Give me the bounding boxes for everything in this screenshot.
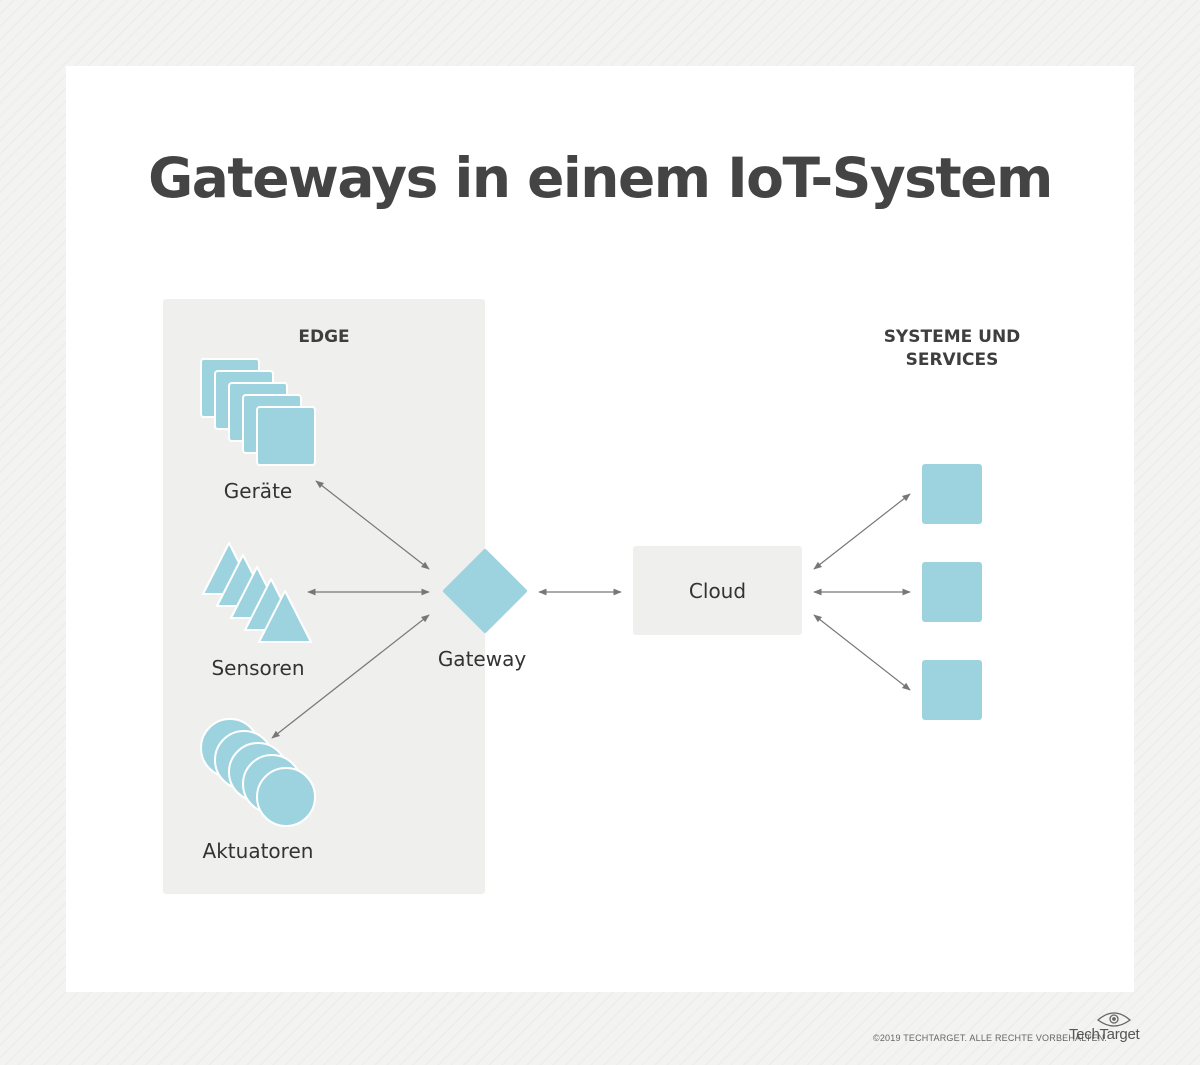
actuators-icon [200, 718, 316, 827]
devices-label: Geräte [223, 479, 293, 503]
copyright-text: ©2019 TECHTARGET. ALLE RECHTE VORBEHALTE… [873, 1033, 1108, 1043]
sensors-icon [202, 542, 312, 643]
techtarget-eye-icon [1096, 1012, 1132, 1027]
device-square [256, 406, 316, 466]
service-square-2 [922, 562, 982, 622]
service-square-3 [922, 660, 982, 720]
edge-heading: EDGE [298, 327, 350, 347]
gateway-label: Gateway [437, 647, 527, 671]
sensors-label: Sensoren [211, 656, 305, 680]
page-title: Gateways in einem IoT-System [148, 146, 1053, 210]
cloud-box: Cloud [633, 546, 802, 635]
actuator-circle [256, 767, 316, 827]
techtarget-logo: TechTarget [1069, 1026, 1140, 1043]
arrow-devices-gateway [315, 480, 430, 570]
actuators-label: Aktuatoren [202, 839, 314, 863]
arrow-actuators-gateway [271, 614, 430, 739]
service-square-1 [922, 464, 982, 524]
gateway-diamond [443, 549, 527, 633]
devices-icon [200, 358, 316, 466]
arrow-cloud-service-3 [813, 614, 911, 691]
cloud-label: Cloud [688, 579, 747, 603]
arrow-cloud-service-1 [813, 493, 911, 570]
